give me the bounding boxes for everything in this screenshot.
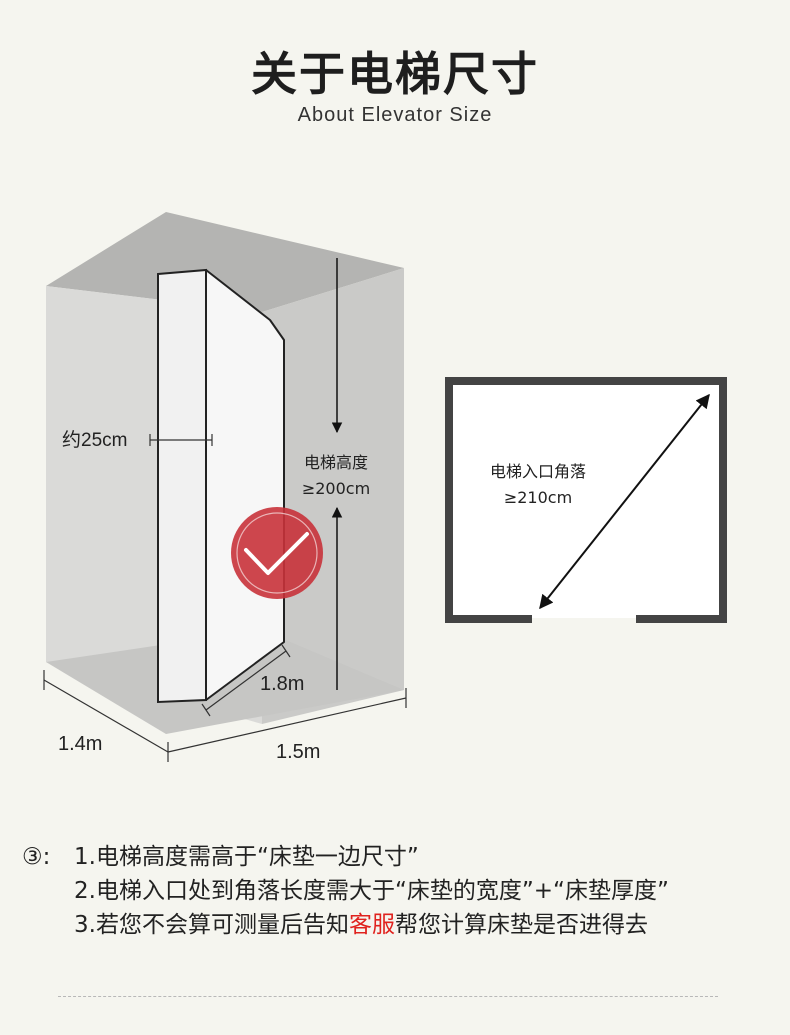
mattress-front <box>157 268 207 704</box>
mattress-length-dimension <box>201 644 291 717</box>
note-marker: ③: <box>22 844 51 870</box>
depth-label: 1.4m <box>58 733 102 755</box>
note-item-2: 2.电梯入口处到角落长度需大于“床垫的宽度”+“床垫厚度” <box>22 874 782 908</box>
floor-plan-wall-left <box>445 377 727 623</box>
elevator-diagram: 约25cm 电梯高度 ≥200cm 1.8m 1.4m 1.5m 电梯入口角落 … <box>43 212 727 763</box>
check-badge <box>231 507 323 599</box>
thickness-dimension <box>149 434 213 446</box>
corner-label-line1: 电梯入口角落 <box>490 462 586 481</box>
note-text-1: 1.电梯高度需高于“床垫一边尺寸” <box>74 844 419 870</box>
dashed-divider <box>58 996 718 997</box>
corner-label-line2: ≥210cm <box>504 488 572 507</box>
note-text-3-post: 帮您计算床垫是否进得去 <box>394 912 648 938</box>
note-text-3-pre: 3.若您不会算可测量后告知 <box>74 912 349 938</box>
page-title: 关于电梯尺寸 <box>251 47 539 101</box>
mattress <box>157 268 285 704</box>
customer-service-highlight: 客服 <box>348 912 395 938</box>
check-icon <box>244 532 309 575</box>
elevator-back-wall <box>262 268 404 724</box>
width-dimension <box>167 688 407 753</box>
elevator-ceiling <box>46 212 404 312</box>
notes-section: ③: 1.电梯高度需高于“床垫一边尺寸” 2.电梯入口处到角落长度需大于“床垫的宽… <box>22 840 782 942</box>
mattress-length-label: 1.8m <box>260 673 304 695</box>
note-item-3: 3.若您不会算可测量后告知客服帮您计算床垫是否进得去 <box>22 908 782 942</box>
height-label-line2: ≥200cm <box>302 479 370 498</box>
diagonal-arrow <box>539 393 710 610</box>
note-item-1: ③: 1.电梯高度需高于“床垫一边尺寸” <box>22 840 782 874</box>
height-label-line1: 电梯高度 <box>304 453 368 472</box>
floor-plan-interior <box>452 384 720 618</box>
floor-plan <box>445 377 727 623</box>
width-label: 1.5m <box>276 741 320 763</box>
note-text-2: 2.电梯入口处到角落长度需大于“床垫的宽度”+“床垫厚度” <box>74 878 669 904</box>
thickness-label: 约25cm <box>62 429 127 451</box>
mattress-side <box>205 269 285 701</box>
page-subtitle: About Elevator Size <box>297 104 493 126</box>
